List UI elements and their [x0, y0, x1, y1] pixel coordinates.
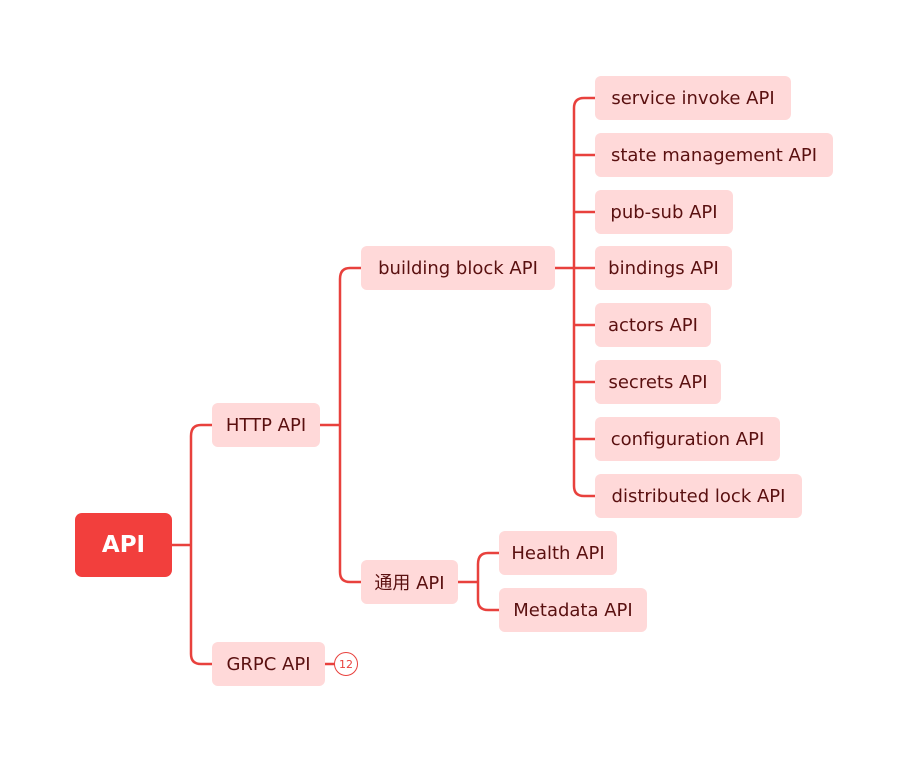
edge-building-block-branch: [553, 96, 597, 498]
node-http-api[interactable]: HTTP API: [212, 403, 320, 447]
node-pub-sub-api[interactable]: pub-sub API: [595, 190, 733, 234]
node-service-invoke-api[interactable]: service invoke API: [595, 76, 791, 120]
collapsed-count-badge[interactable]: 12: [334, 652, 358, 676]
node-building-block-api[interactable]: building block API: [361, 246, 555, 290]
node-common-api[interactable]: 通用 API: [361, 560, 458, 604]
node-state-management-api[interactable]: state management API: [595, 133, 833, 177]
edge-http-branch: [318, 266, 363, 584]
root-node-api[interactable]: API: [75, 513, 172, 577]
edge-root-branch: [170, 423, 214, 666]
node-bindings-api[interactable]: bindings API: [595, 246, 732, 290]
node-secrets-api[interactable]: secrets API: [595, 360, 721, 404]
edge-common-branch: [456, 551, 501, 612]
node-distributed-lock-api[interactable]: distributed lock API: [595, 474, 802, 518]
node-grpc-api[interactable]: GRPC API: [212, 642, 325, 686]
node-health-api[interactable]: Health API: [499, 531, 617, 575]
node-actors-api[interactable]: actors API: [595, 303, 711, 347]
node-metadata-api[interactable]: Metadata API: [499, 588, 647, 632]
node-configuration-api[interactable]: configuration API: [595, 417, 780, 461]
